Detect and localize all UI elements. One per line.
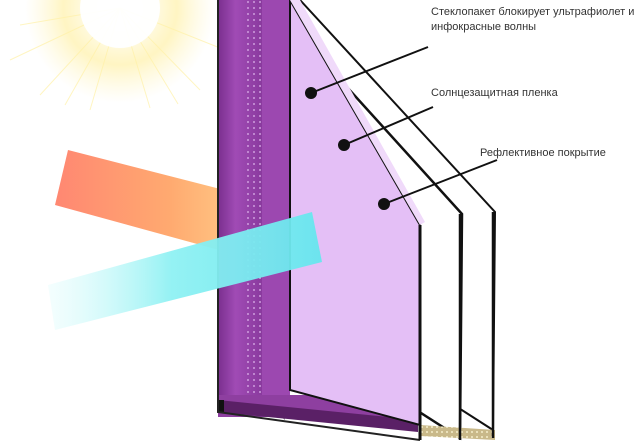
marker-dot-3 — [378, 198, 390, 210]
bottom-spacer — [420, 425, 495, 440]
marker-dot-2 — [338, 139, 350, 151]
leader-line-2 — [343, 106, 434, 146]
callout-uv-ir-blocking: Стеклопакет блокирует ультрафиолет и инф… — [431, 6, 635, 33]
callout-reflective-coating: Рефлективное покрытие — [480, 147, 606, 159]
leader-line-3 — [383, 159, 498, 205]
callout-leaders — [305, 46, 498, 210]
reflected-cool-ray — [48, 212, 322, 330]
marker-dot-1 — [305, 87, 317, 99]
callout-sun-protection-film: Солнцезащитная пленка — [431, 87, 558, 99]
leader-line-1 — [310, 46, 429, 94]
sun-icon — [9, 0, 226, 111]
window-unit — [217, 0, 497, 441]
